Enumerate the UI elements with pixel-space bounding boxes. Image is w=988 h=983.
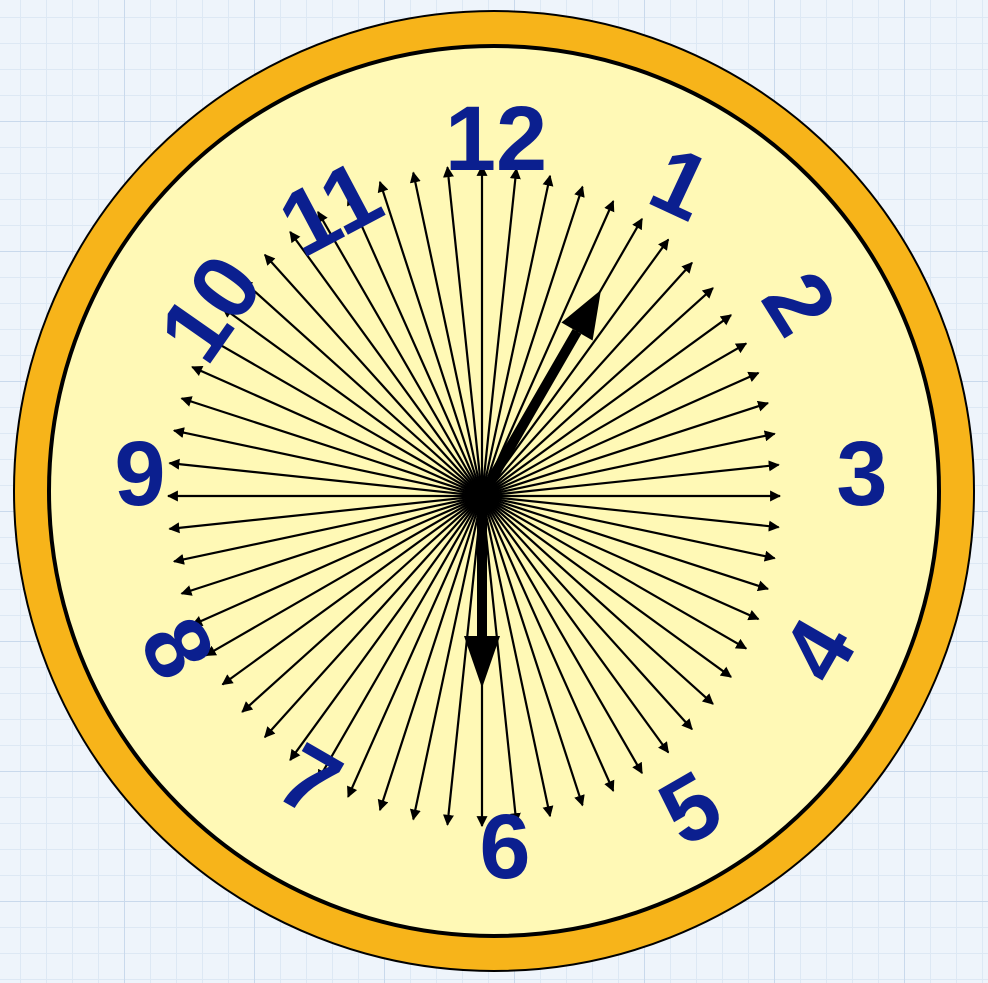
center-hub (464, 478, 500, 514)
numeral-12: 12 (445, 88, 547, 190)
numeral-3: 3 (836, 423, 887, 525)
numeral-6: 6 (479, 796, 530, 898)
numeral-9: 9 (114, 423, 165, 525)
